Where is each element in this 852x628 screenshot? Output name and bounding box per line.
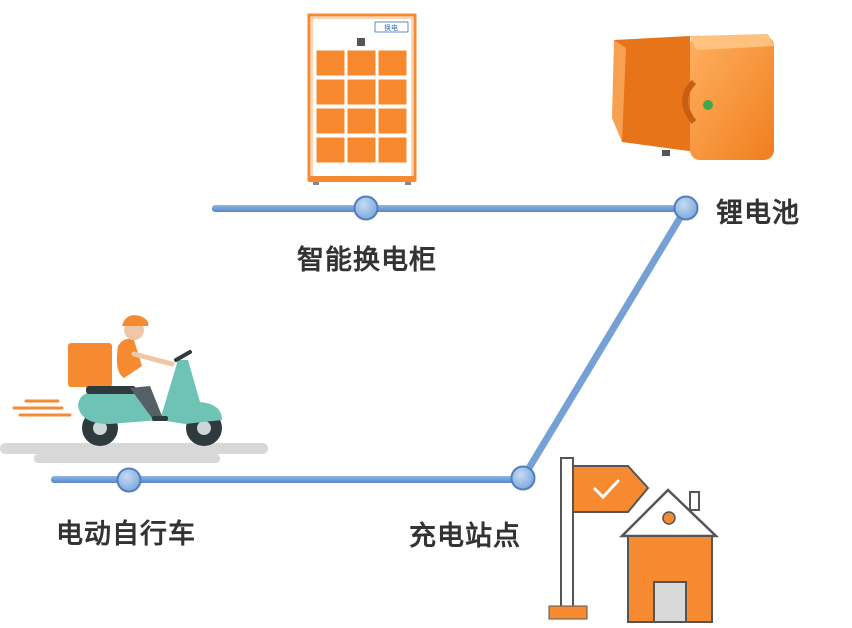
battery-illustration [612, 34, 774, 160]
top-line [212, 205, 688, 212]
diagonal-line [519, 204, 690, 482]
label-ebike: 电动自行车 [56, 519, 196, 550]
node-station [510, 465, 536, 491]
label-cabinet: 智能换电柜 [297, 245, 437, 276]
nodes [116, 195, 699, 493]
connector-lines [51, 204, 690, 483]
ebike-illustration [0, 315, 268, 463]
label-battery: 锂电池 [716, 198, 800, 229]
bottom-line [51, 476, 525, 483]
node-battery [673, 195, 699, 221]
node-cabinet [353, 195, 379, 221]
charging-station-illustration [548, 457, 720, 623]
cabinet-badge: 换电 [384, 23, 398, 32]
label-station: 充电站点 [409, 521, 521, 552]
swap-cabinet-illustration: 换电 [307, 13, 417, 185]
power-indicator [703, 100, 713, 110]
node-ebike [116, 467, 142, 493]
